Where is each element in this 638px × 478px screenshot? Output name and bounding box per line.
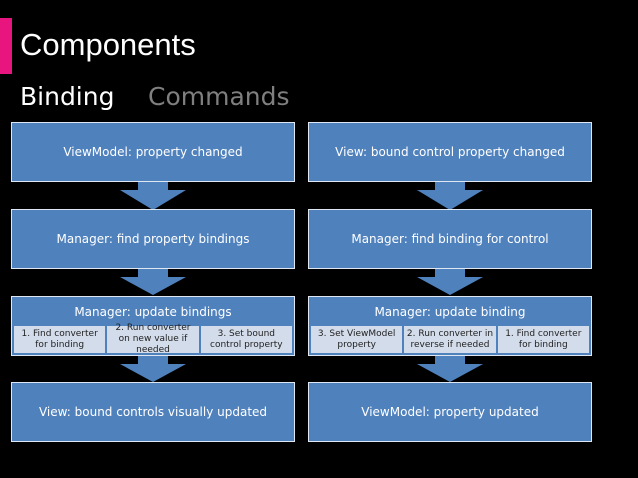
left-arrow-2-head [120,277,186,295]
left-group-update-bindings: Manager: update bindings 1. Find convert… [11,296,295,356]
right-step-2: 2. Run converter in reverse if needed [404,326,496,353]
left-arrow-3-head [120,364,186,382]
right-step-1: 3. Set ViewModel property [311,326,403,353]
title-accent-bar [0,18,12,74]
right-box-control-changed: View: bound control property changed [308,122,592,182]
left-step-3: 3. Set bound control property [200,326,292,353]
left-arrow-1-head [120,190,186,210]
right-box-viewmodel-updated: ViewModel: property updated [308,382,592,442]
left-box-viewmodel-changed: ViewModel: property changed [11,122,295,182]
left-step-1: 1. Find converter for binding [14,326,106,353]
right-box-find-binding: Manager: find binding for control [308,209,592,269]
left-group-title: Manager: update bindings [74,305,232,319]
right-arrow-1-head [417,190,483,210]
tab-binding[interactable]: Binding [20,82,115,111]
right-step-3: 1. Find converter for binding [497,326,589,353]
tab-commands[interactable]: Commands [148,82,290,111]
right-group-steps: 3. Set ViewModel property 2. Run convert… [311,326,589,353]
page-title: Components [20,27,196,62]
right-group-title: Manager: update binding [374,305,526,319]
right-arrow-2-head [417,277,483,295]
right-arrow-3-head [417,364,483,382]
left-group-steps: 1. Find converter for binding 2. Run con… [14,323,292,355]
left-box-controls-updated: View: bound controls visually updated [11,382,295,442]
left-box-find-bindings: Manager: find property bindings [11,209,295,269]
right-group-update-binding: Manager: update binding 3. Set ViewModel… [308,296,592,356]
left-step-2: 2. Run converter on new value if needed [107,323,199,355]
